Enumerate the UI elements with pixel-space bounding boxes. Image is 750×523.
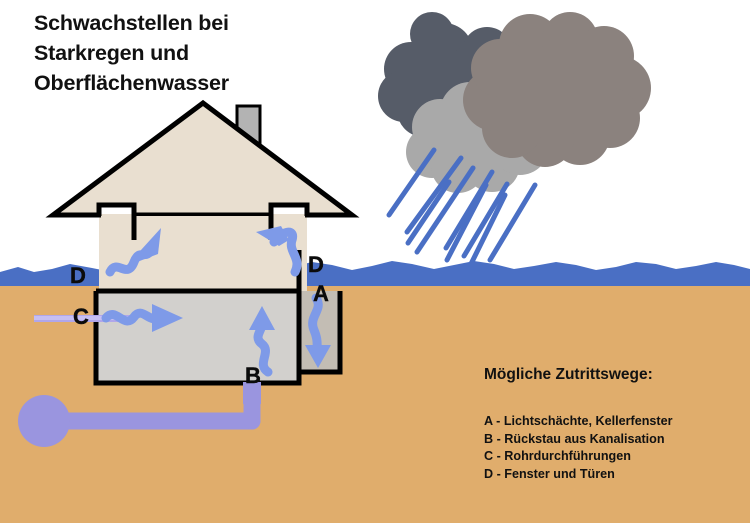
label-b: B <box>245 363 261 388</box>
page-title: Schwachstellen bei Starkregen und Oberfl… <box>34 11 229 95</box>
legend-item-c: C - Rohrdurchführungen <box>484 449 631 464</box>
arrow-a-head <box>305 345 331 368</box>
rain-streaks <box>386 147 538 271</box>
label-d-right: D <box>308 252 324 277</box>
inlet-pipe <box>34 315 134 322</box>
legend-heading: Mögliche Zutrittswege: <box>484 366 653 383</box>
arrow-c <box>101 308 165 326</box>
label-c: C <box>73 304 89 329</box>
label-d-left: D <box>70 263 86 288</box>
arrow-b-head <box>249 306 275 330</box>
legend-list: A - Lichtschächte, Kellerfenster B - Rüc… <box>484 413 673 483</box>
roof <box>45 99 360 218</box>
label-a: A <box>313 281 329 306</box>
arrow-d-right-head <box>256 226 289 246</box>
cloud-main <box>463 12 651 167</box>
legend-item-d: D - Fenster und Türen <box>484 466 615 481</box>
legend-item-b: B - Rückstau aus Kanalisation <box>484 431 665 446</box>
legend-item-a: A - Lichtschächte, Kellerfenster <box>484 414 673 428</box>
arrow-c-head <box>152 304 183 332</box>
arrow-d-left-head <box>137 228 161 262</box>
sewer-manhole <box>18 395 70 447</box>
sewer-riser <box>243 382 261 404</box>
